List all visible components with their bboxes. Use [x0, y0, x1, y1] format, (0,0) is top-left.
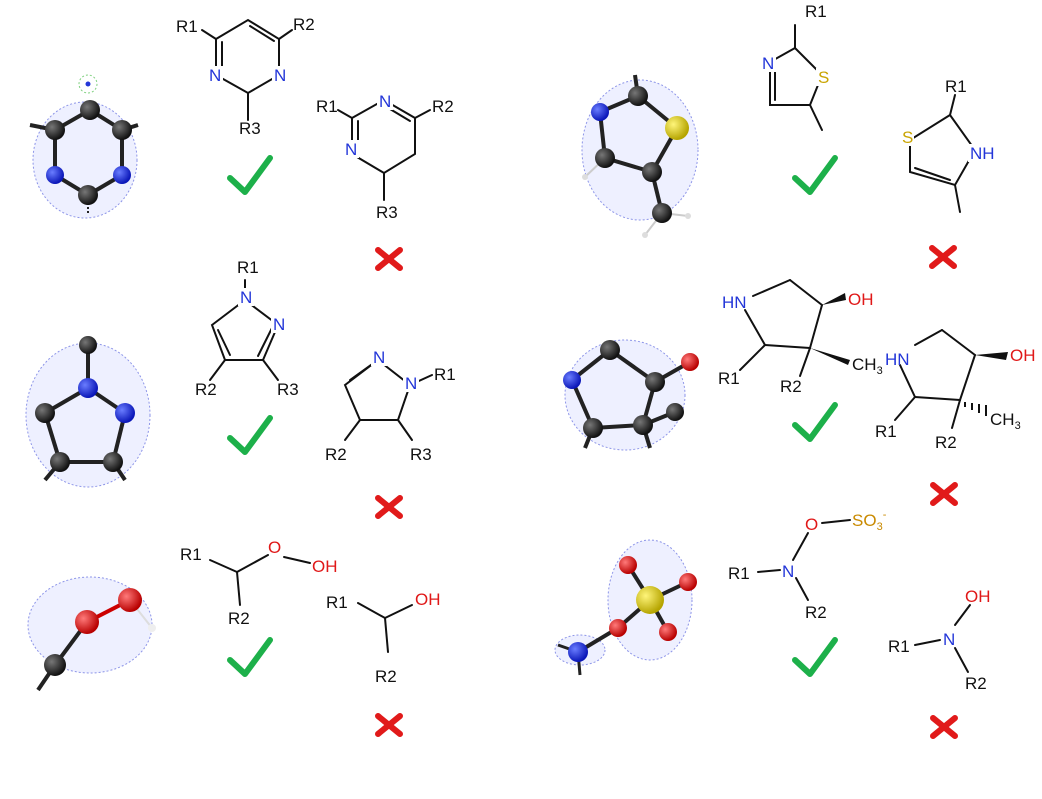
correct-checkmark [227, 637, 273, 677]
svg-text:R2: R2 [965, 674, 987, 693]
panel-sulfate: O SO3- R1 N R2 OH R1 N R2 [554, 509, 991, 739]
svg-text:R2: R2 [432, 97, 454, 116]
svg-text:R1: R1 [434, 365, 456, 384]
svg-text:R1: R1 [718, 369, 740, 388]
density-model-pyrimidine [29, 74, 139, 219]
svg-text:R3: R3 [410, 445, 432, 464]
correct-checkmark [792, 402, 838, 442]
correct-checkmark [227, 415, 273, 455]
structure-peroxide-wrong: R1 OH R2 [326, 590, 441, 686]
svg-text:S: S [818, 68, 829, 87]
svg-text:R1: R1 [180, 545, 202, 564]
panel-pyrrolidine: HN OH CH3 R1 R2 HN OH CH3 R1 [563, 279, 1036, 506]
incorrect-cross [930, 715, 958, 739]
incorrect-cross [375, 247, 403, 271]
structure-pyrrolidine-wrong: HN OH CH3 R1 R2 [875, 329, 1036, 452]
svg-text:R2: R2 [195, 380, 217, 399]
density-model-thiazole [581, 74, 699, 238]
svg-text:R2: R2 [375, 667, 397, 686]
svg-text:R2: R2 [935, 433, 957, 452]
svg-text:N: N [782, 562, 794, 581]
svg-text:OH: OH [848, 290, 874, 309]
svg-text:HN: HN [722, 293, 747, 312]
svg-text:OH: OH [415, 590, 441, 609]
incorrect-cross [375, 713, 403, 737]
structure-pyrimidine-wrong: N N R1 R2 R3 [316, 92, 454, 222]
svg-text:N: N [209, 66, 221, 85]
svg-text:CH3: CH3 [990, 410, 1021, 432]
svg-text:R1: R1 [237, 258, 259, 277]
svg-text:R1: R1 [875, 422, 897, 441]
svg-text:N: N [943, 630, 955, 649]
svg-text:R2: R2 [805, 603, 827, 622]
hashed-bond [964, 402, 987, 416]
structure-sulfate-wrong: OH R1 N R2 [888, 587, 991, 693]
svg-text:R2: R2 [780, 377, 802, 396]
svg-text:CH3: CH3 [852, 355, 883, 377]
svg-text:R2: R2 [228, 609, 250, 628]
svg-text:R1: R1 [945, 77, 967, 96]
svg-text:N: N [273, 315, 285, 334]
svg-text:R1: R1 [805, 2, 827, 21]
svg-text:N: N [345, 140, 357, 159]
svg-text:R1: R1 [316, 97, 338, 116]
svg-text:R1: R1 [888, 637, 910, 656]
structure-sulfate-correct: O SO3- R1 N R2 [728, 509, 887, 622]
structure-pyrimidine-correct: N N R1 R2 R3 [176, 15, 315, 138]
incorrect-cross [929, 245, 957, 269]
correct-checkmark [227, 155, 273, 195]
structure-peroxide-correct: R1 O OH R2 [180, 538, 338, 628]
svg-text:N: N [379, 92, 391, 111]
svg-text:SO3-: SO3- [852, 509, 887, 533]
svg-text:N: N [405, 374, 417, 393]
density-model-sulfate [554, 539, 697, 676]
svg-text:O: O [805, 515, 818, 534]
correct-checkmark [792, 637, 838, 677]
svg-text:N: N [240, 288, 252, 307]
svg-text:OH: OH [312, 557, 338, 576]
svg-text:R3: R3 [376, 203, 398, 222]
svg-text:R2: R2 [293, 15, 315, 34]
structure-pyrazole-correct: N N R1 R2 R3 [195, 258, 299, 399]
density-model-pyrrolidine [563, 339, 699, 451]
svg-text:OH: OH [965, 587, 991, 606]
structure-thiazole-wrong: S NH R1 [900, 77, 996, 213]
svg-text:N: N [762, 54, 774, 73]
density-model-peroxide [27, 576, 156, 692]
svg-text:N: N [274, 66, 286, 85]
structure-pyrrolidine-correct: HN OH CH3 R1 R2 [718, 279, 883, 396]
svg-text:HN: HN [885, 350, 910, 369]
svg-text:O: O [268, 538, 281, 557]
svg-text:R3: R3 [239, 119, 261, 138]
panel-pyrazole: N N R1 R2 R3 N N R1 R2 R3 [25, 258, 456, 519]
svg-text:S: S [902, 128, 913, 147]
svg-text:N: N [373, 348, 385, 367]
structure-thiazole-correct: N S R1 [760, 2, 830, 131]
svg-text:OH: OH [1010, 346, 1036, 365]
panel-thiazole: N S R1 S NH R1 [581, 2, 996, 269]
svg-text:R1: R1 [176, 17, 198, 36]
svg-text:R1: R1 [326, 593, 348, 612]
incorrect-cross [375, 495, 403, 519]
correct-checkmark [792, 155, 838, 195]
structure-pyrazole-wrong: N N R1 R2 R3 [325, 348, 456, 464]
svg-text:R3: R3 [277, 380, 299, 399]
svg-text:R1: R1 [728, 564, 750, 583]
svg-text:R2: R2 [325, 445, 347, 464]
panel-peroxide: R1 O OH R2 R1 OH R2 [27, 538, 441, 737]
svg-text:NH: NH [970, 144, 995, 163]
incorrect-cross [930, 482, 958, 506]
panel-pyrimidine: N N R1 R2 R3 N N R1 R2 R3 [29, 15, 454, 271]
density-model-pyrazole [25, 336, 151, 488]
